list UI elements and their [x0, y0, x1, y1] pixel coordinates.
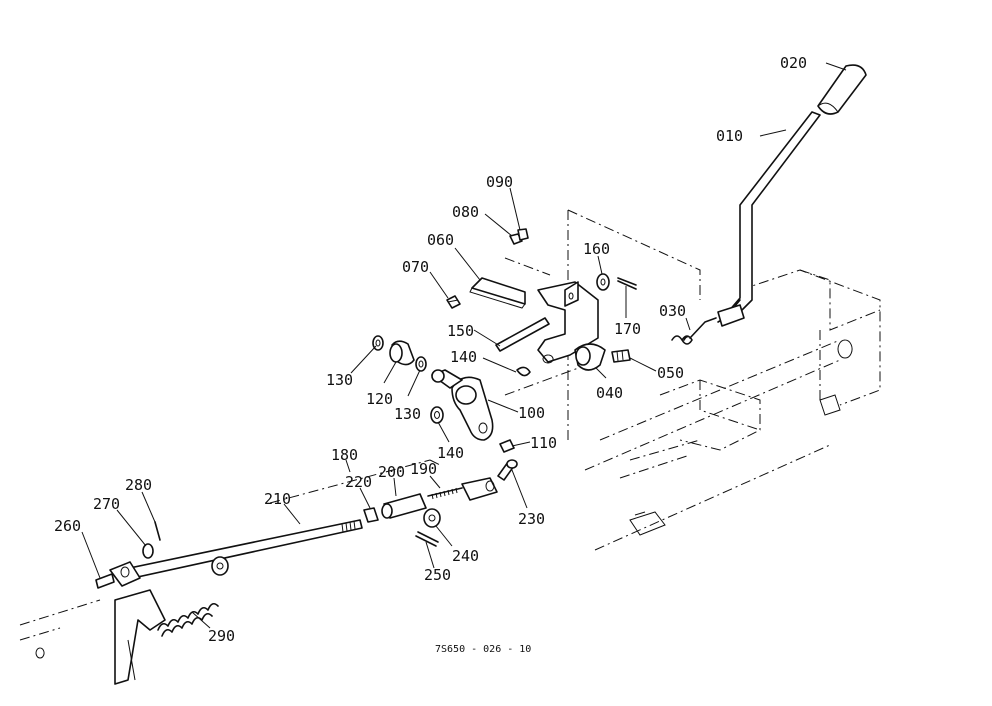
label-090: 090: [486, 173, 513, 191]
bolt-110: [499, 439, 515, 453]
grease-fitting: [611, 349, 631, 363]
washer-140-lower: [430, 406, 444, 424]
spring-290: [157, 602, 219, 637]
label-050: 050: [657, 364, 684, 382]
pin-150: [495, 317, 550, 352]
label-250: 250: [424, 566, 451, 584]
turnbuckle-200: [381, 493, 427, 519]
label-020: 020: [780, 54, 807, 72]
cotter-pin-170: [617, 277, 637, 290]
bolt-070: [446, 295, 461, 309]
label-140-upper: 140: [450, 348, 477, 366]
label-230: 230: [518, 510, 545, 528]
washer-160: [596, 273, 610, 291]
label-290: 290: [208, 627, 235, 645]
label-150: 150: [447, 322, 474, 340]
label-270: 270: [93, 495, 120, 513]
label-200: 200: [378, 463, 405, 481]
bushing-120: [389, 340, 415, 366]
label-240: 240: [452, 547, 479, 565]
rod-end-clevis: [109, 561, 141, 587]
torsion-spring: [671, 317, 717, 345]
mounting-bracket: [537, 281, 599, 364]
clevis-190: [461, 477, 498, 501]
label-130-lower: 130: [394, 405, 421, 423]
lower-bracket: [114, 589, 166, 685]
label-180: 180: [331, 446, 358, 464]
label-260: 260: [54, 517, 81, 535]
lever-knob: [817, 64, 867, 115]
label-120: 120: [366, 390, 393, 408]
label-220: 220: [345, 473, 372, 491]
shift-lever: [717, 111, 821, 327]
washer-130-lower: [415, 356, 427, 372]
guide-plate: [469, 277, 526, 309]
label-170: 170: [614, 320, 641, 338]
label-190: 190: [410, 460, 437, 478]
washer-140-upper: [516, 366, 531, 377]
label-160: 160: [583, 240, 610, 258]
washer-270: [142, 543, 154, 559]
pin-280: [154, 521, 161, 541]
washer-240: [423, 508, 441, 528]
leader-lines: [81, 62, 847, 629]
shaft-collar: [574, 343, 606, 371]
label-100: 100: [518, 404, 545, 422]
label-040: 040: [596, 384, 623, 402]
drawing-code: 7S650 - 026 - 10: [435, 644, 531, 655]
washer-130-upper: [372, 335, 384, 351]
label-080: 080: [452, 203, 479, 221]
part-labels: 010 020 030 040 050 060 070 080 090 100 …: [54, 54, 807, 645]
label-140-lower: 140: [437, 444, 464, 462]
washer-290: [211, 556, 229, 576]
threaded-rod-190: [427, 487, 463, 500]
label-130-upper: 130: [326, 371, 353, 389]
label-030: 030: [659, 302, 686, 320]
nut-220: [363, 507, 379, 523]
shift-arm: [431, 369, 494, 441]
label-110: 110: [530, 434, 557, 452]
bolt-260: [95, 573, 115, 589]
label-060: 060: [427, 231, 454, 249]
label-280: 280: [125, 476, 152, 494]
bolt-090: [517, 228, 529, 241]
pin-230: [497, 459, 518, 481]
label-210: 210: [264, 490, 291, 508]
cotter-pin-250: [415, 531, 439, 547]
label-010: 010: [716, 127, 743, 145]
label-070: 070: [402, 258, 429, 276]
